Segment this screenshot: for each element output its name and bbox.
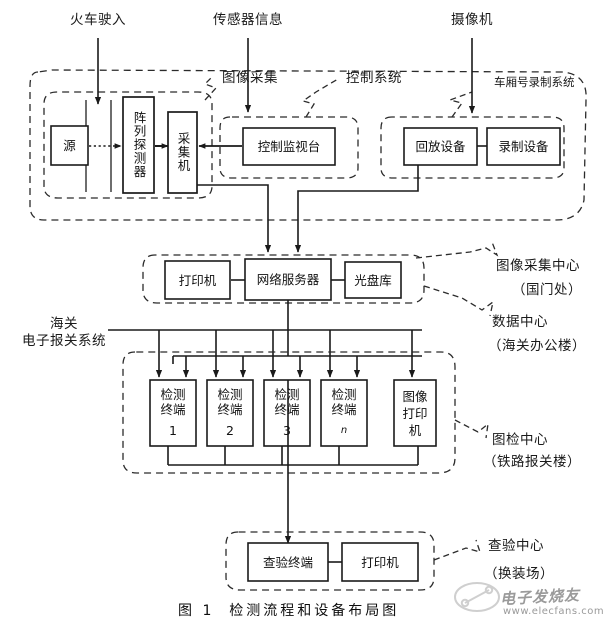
group-label-customs-system: 海关 电子报关系统 — [22, 316, 106, 349]
verification-printer-label: 打印机 — [361, 554, 399, 570]
detection-terminal-1-index: 1 — [169, 422, 177, 438]
verification-center-group-outline — [225, 531, 435, 591]
array-detector-label: 阵列探测器 — [131, 111, 147, 179]
side-label-data-center-sub: （海关办公楼） — [488, 338, 586, 354]
detection-terminal-3-index: 3 — [283, 422, 291, 438]
control-system-callout-tail — [301, 78, 339, 118]
acquisition-to-server-link — [197, 184, 272, 253]
side-label-verification-center-sub: （换装场） — [484, 566, 554, 582]
control-system-group-outline — [219, 116, 359, 179]
playback-device-label: 回放设备 — [415, 139, 466, 154]
carriage-recording-group-outline — [380, 116, 565, 179]
data-center-group-outline — [142, 254, 425, 304]
recording-device-box — [486, 127, 561, 166]
detection-terminal-2-box — [206, 379, 254, 447]
group-label-carriage-recording: 车厢号录制系统 — [494, 75, 575, 89]
group-label-control-system: 控制系统 — [346, 70, 402, 86]
image-capture-center-callout — [415, 241, 499, 259]
detection-terminal-1-label: 检测 终端 — [160, 387, 186, 417]
recording-device-label: 录制设备 — [498, 139, 549, 154]
control-console-label: 控制监视台 — [257, 139, 321, 154]
disc-library-label: 光盘库 — [354, 272, 392, 288]
network-server-label: 网络服务器 — [256, 272, 320, 287]
array-detector-box — [122, 96, 155, 194]
network-server-box — [244, 258, 332, 301]
source-box-label: 源 — [63, 138, 76, 153]
side-label-verification-center: 查验中心 — [488, 538, 544, 554]
acquisition-machine-label: 采集机 — [175, 132, 191, 173]
image-printer-label: 图像 打印 机 — [402, 388, 428, 438]
detection-terminal-2-label: 检测 终端 — [217, 387, 243, 417]
image-capture-callout-tail — [203, 75, 218, 101]
detection-terminal-n-box — [320, 379, 368, 447]
side-label-inspection-center: 图检中心 — [492, 432, 548, 448]
outer-top-envelope — [29, 69, 587, 221]
watermark-logo-icon — [454, 582, 500, 612]
detection-terminal-3-label: 检测 终端 — [274, 387, 300, 417]
center-printer-label: 打印机 — [178, 272, 217, 288]
input-label-train-entry: 火车驶入 — [70, 12, 126, 28]
image-capture-group-outline — [43, 91, 213, 199]
watermark-url-text: www.elecfans.com — [503, 606, 605, 617]
source-box — [50, 125, 89, 166]
detection-terminal-n-index: n — [340, 424, 348, 436]
side-label-image-capture-center: 图像采集中心 — [496, 258, 580, 274]
inspection-center-callout — [454, 419, 489, 439]
side-label-inspection-center-sub: （铁路报关楼） — [483, 454, 581, 470]
detection-terminal-2-index: 2 — [226, 422, 234, 438]
acquisition-machine-box — [167, 111, 198, 194]
verification-terminal-box — [247, 542, 329, 582]
inspection-center-group-outline — [122, 351, 456, 474]
disc-library-box — [344, 261, 402, 299]
carriage-recording-callout-tail — [447, 91, 473, 118]
figure-caption: 图 1 检测流程和设备布局图 — [178, 603, 400, 619]
playback-to-server-link — [294, 165, 419, 253]
image-printer-box — [393, 379, 437, 447]
detection-terminal-3-box — [263, 379, 311, 447]
data-center-callout — [423, 285, 494, 317]
input-label-camera: 摄像机 — [451, 12, 493, 28]
verification-center-callout — [433, 539, 482, 561]
verification-terminal-label: 查验终端 — [262, 554, 313, 570]
side-label-image-capture-center-sub: （国门处） — [512, 282, 582, 298]
group-label-image-capture: 图像采集 — [222, 70, 278, 86]
control-console-box — [242, 127, 336, 166]
detection-terminal-1-box — [149, 379, 197, 447]
side-label-data-center: 数据中心 — [492, 314, 548, 330]
center-printer-box — [164, 260, 231, 300]
detection-terminal-n-label: 检测 终端 — [331, 387, 357, 417]
input-label-sensor-info: 传感器信息 — [213, 12, 283, 28]
